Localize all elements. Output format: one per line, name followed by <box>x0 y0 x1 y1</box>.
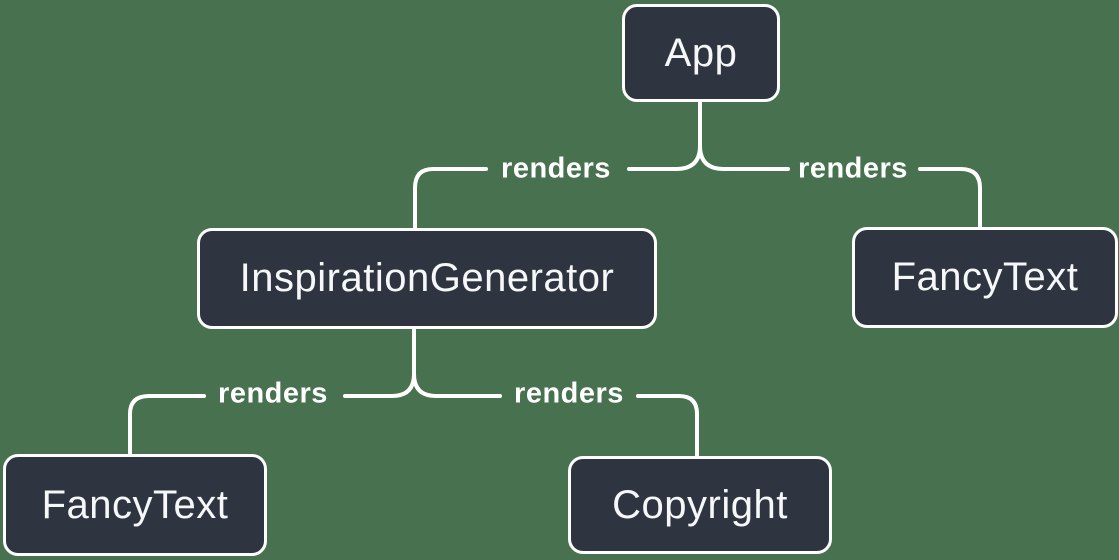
edge-inspiration-generator-fork-line <box>343 328 502 398</box>
node-app-label: App <box>664 30 738 75</box>
edge-app-to-fancy-text-line <box>918 167 982 230</box>
node-copyright: Copyright <box>568 456 832 554</box>
node-inspiration-generator: InspirationGenerator <box>197 228 657 329</box>
node-fancy-text-top-label: FancyText <box>891 255 1079 299</box>
node-fancy-text-top: FancyText <box>852 227 1118 328</box>
edge-inspiration-generator-to-copyright-line <box>636 394 699 459</box>
edge-app-fork-line <box>627 99 790 171</box>
node-app: App <box>622 4 780 102</box>
edge-label-inspiration-generator-to-fancy-text: renders <box>218 377 328 410</box>
node-fancy-text-bottom-label: FancyText <box>41 482 229 527</box>
edge-inspiration-generator-to-fancy-text-line <box>128 394 206 457</box>
edge-label-app-to-fancy-text: renders <box>798 152 908 185</box>
edge-label-app-to-inspiration-generator: renders <box>501 152 611 185</box>
edge-label-inspiration-generator-to-copyright: renders <box>514 377 624 410</box>
node-inspiration-generator-label: InspirationGenerator <box>239 256 615 300</box>
edge-app-to-inspiration-generator-line <box>413 167 488 231</box>
node-fancy-text-bottom: FancyText <box>3 454 267 556</box>
node-copyright-label: Copyright <box>612 482 788 527</box>
